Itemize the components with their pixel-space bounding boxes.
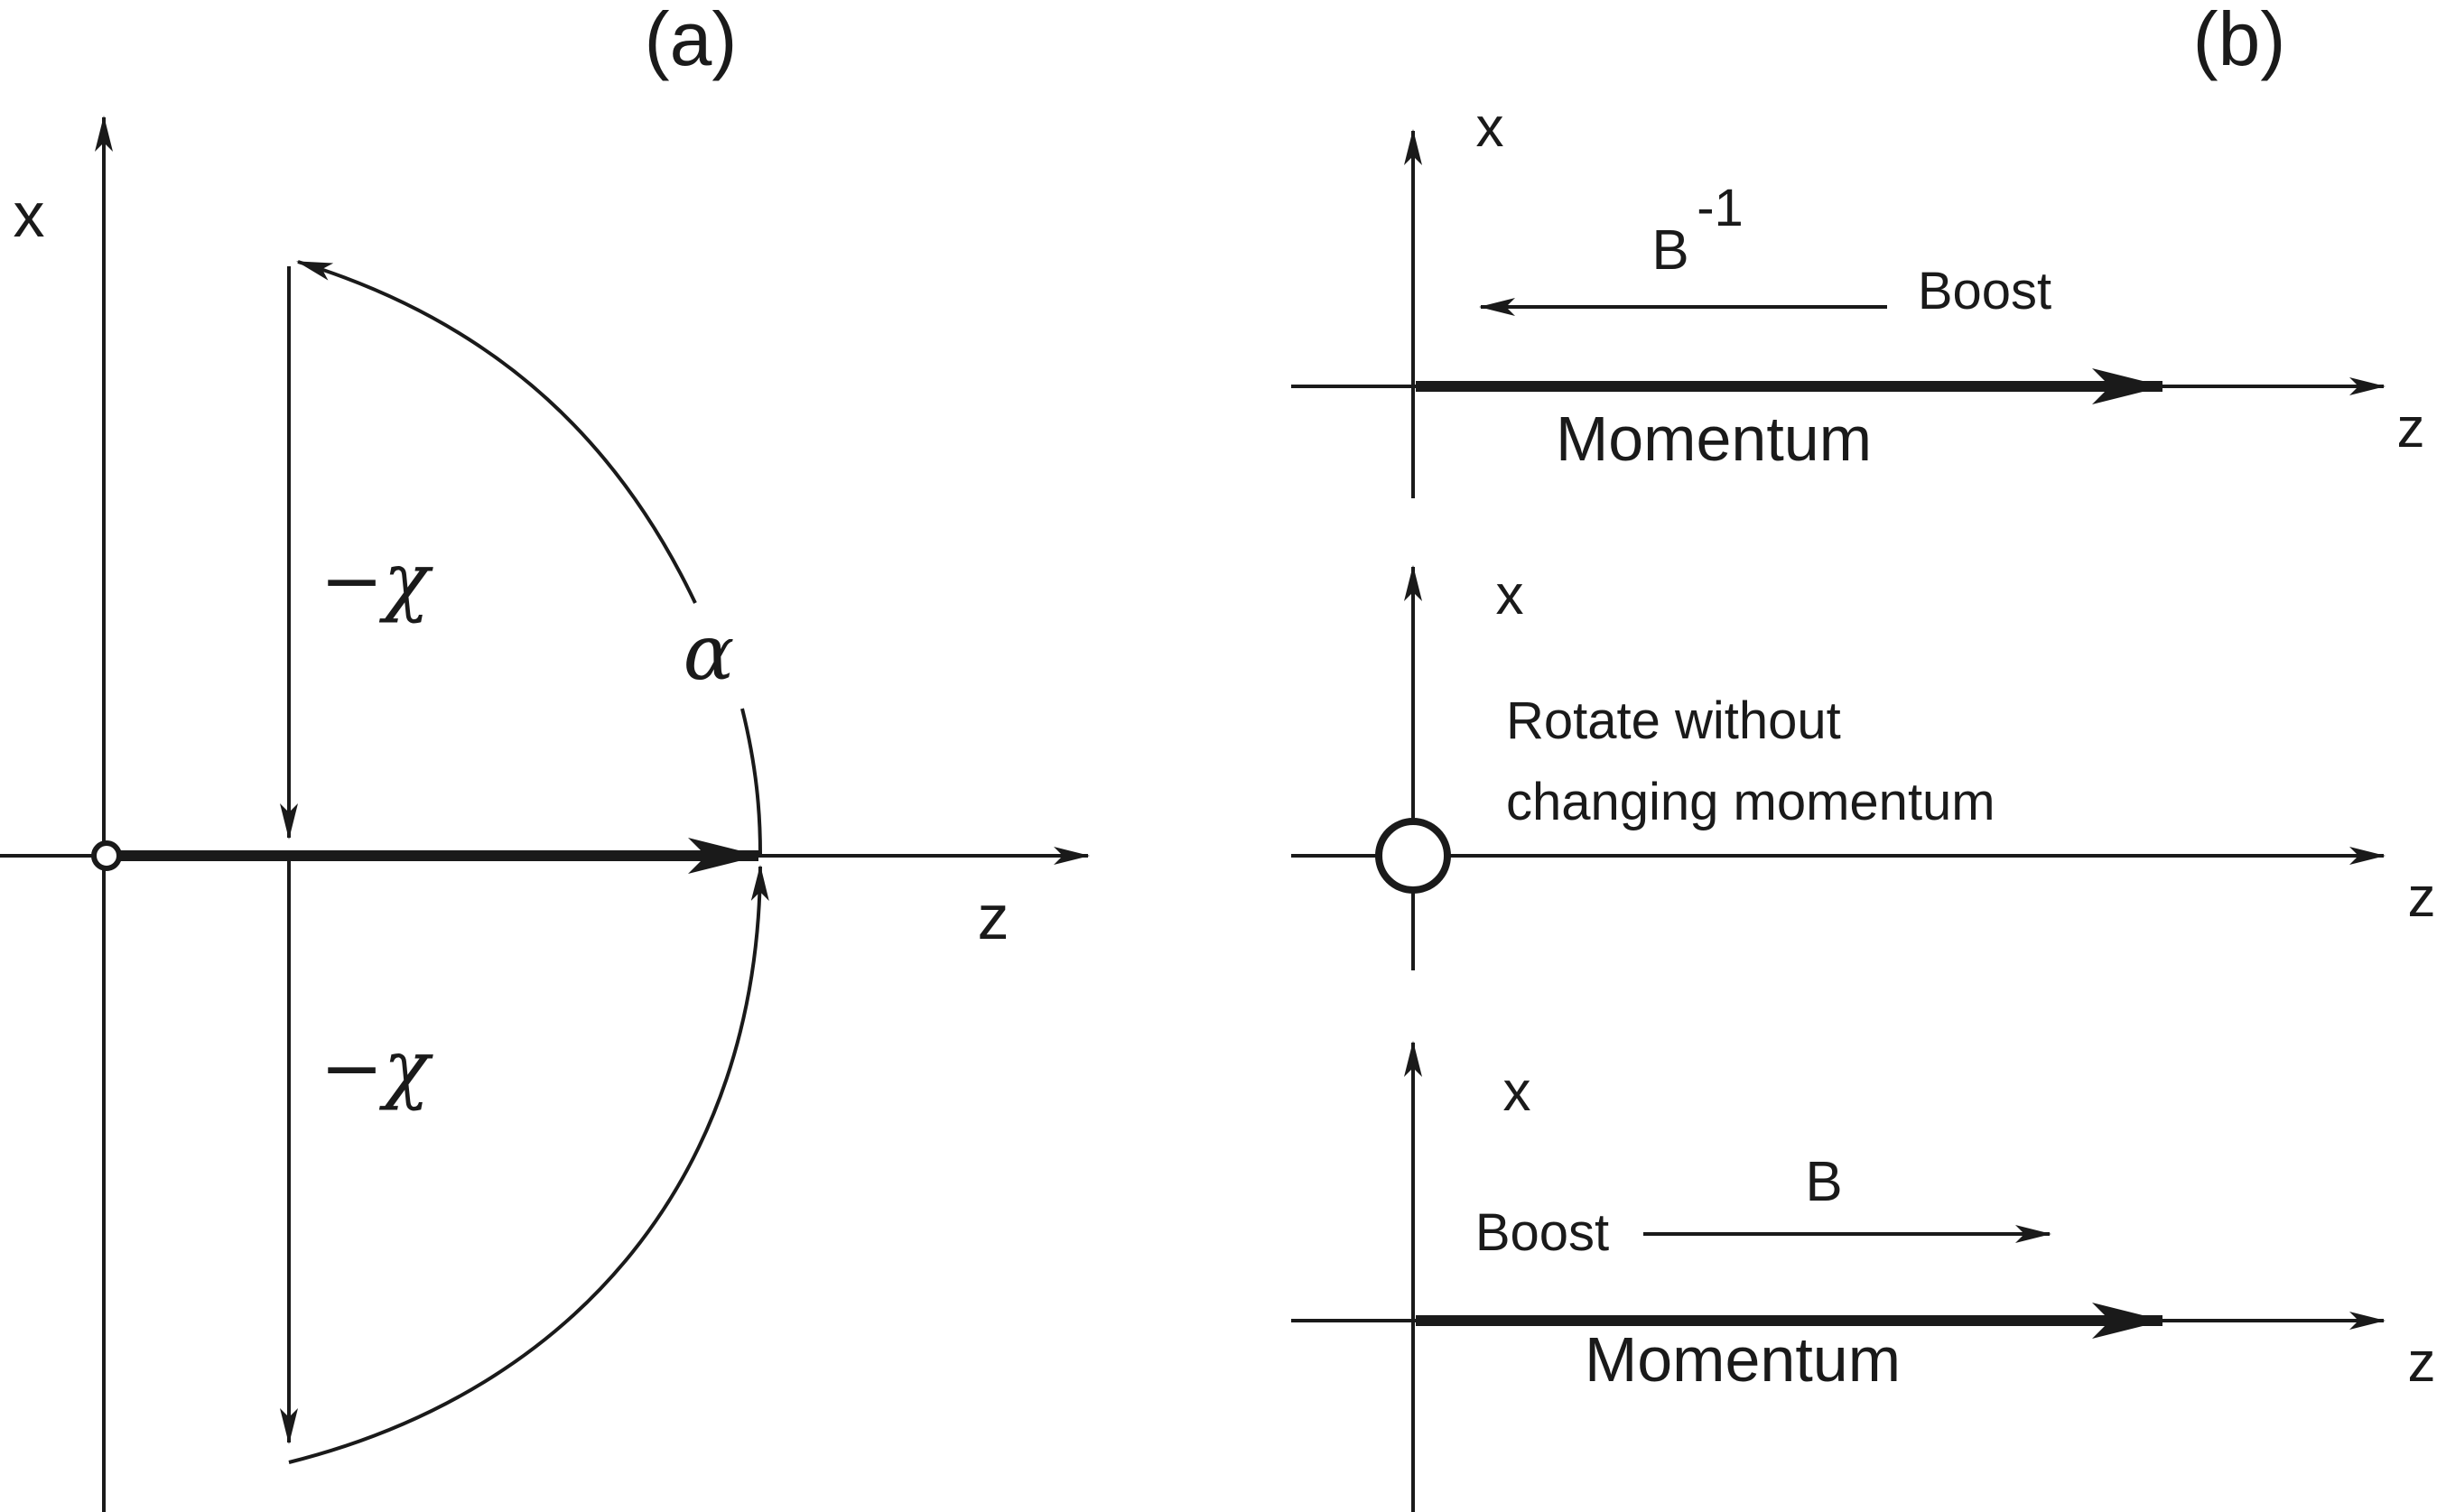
middle-x-label: x <box>1496 564 1524 626</box>
top-boost-exponent: -1 <box>1697 179 1744 237</box>
panel-a-alpha-label: α <box>684 608 735 697</box>
panel-b-title: (b) <box>2193 0 2286 81</box>
panel-b: (b) x z Momentum Boost B -1 x z Rotate w… <box>1291 0 2436 1512</box>
panel-a: (a) x z −χ −χ α <box>0 0 1090 1512</box>
bottom-momentum-label: Momentum <box>1585 1324 1901 1395</box>
middle-z-label: z <box>2408 867 2436 929</box>
top-momentum-label: Momentum <box>1556 404 1872 474</box>
middle-rotate-line2: changing momentum <box>1506 773 1995 831</box>
panel-a-lower-arc-arrow <box>288 865 769 1464</box>
panel-a-origin-marker <box>91 840 122 871</box>
bottom-boost-symbol: B <box>1805 1151 1842 1213</box>
middle-rest-particle <box>1375 818 1451 894</box>
panel-b-middle: x z Rotate without changing momentum <box>1291 564 2436 970</box>
top-boost-label: Boost <box>1918 262 2051 320</box>
panel-a-upper-chi-label: −χ <box>320 536 433 625</box>
bottom-z-label: z <box>2408 1331 2436 1394</box>
bottom-x-label: x <box>1503 1061 1531 1123</box>
panel-a-x-label: x <box>14 180 45 250</box>
panel-a-lower-chi-label: −χ <box>320 1024 433 1112</box>
panel-b-bottom: x z Momentum Boost B <box>1291 1041 2436 1512</box>
top-z-label: z <box>2397 397 2425 459</box>
top-boost-symbol: B <box>1651 219 1688 282</box>
panel-a-upper-arc-arrow <box>296 260 697 604</box>
middle-rotate-line1: Rotate without <box>1506 691 1841 750</box>
panel-a-z-label: z <box>978 882 1009 952</box>
panel-b-top: x z Momentum Boost B -1 <box>1291 97 2425 498</box>
panel-a-upper-arc-tail <box>740 708 762 855</box>
panel-a-title: (a) <box>645 0 738 81</box>
top-x-label: x <box>1476 97 1504 159</box>
bottom-boost-label: Boost <box>1475 1203 1609 1262</box>
